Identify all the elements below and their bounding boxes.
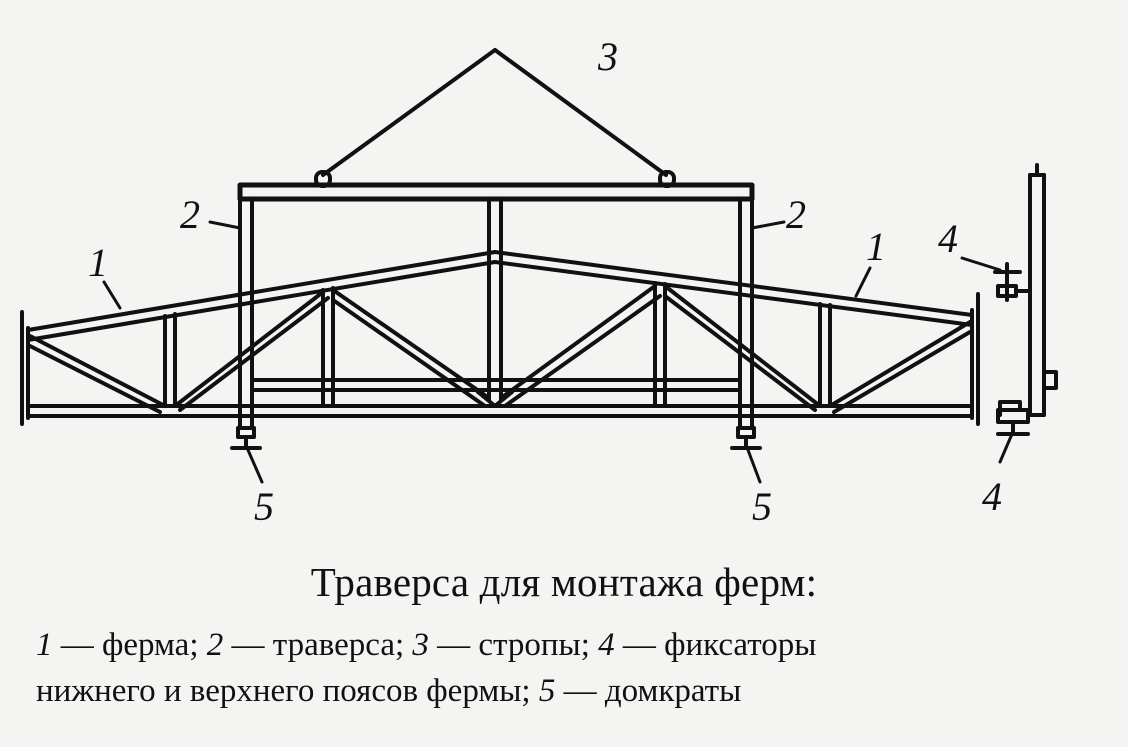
label-fixator-bottom: 4 bbox=[982, 474, 1002, 519]
slings bbox=[314, 48, 676, 188]
sling-eye-right bbox=[658, 170, 676, 188]
label-jack-right: 5 bbox=[752, 484, 772, 529]
truss-top-chord bbox=[26, 250, 974, 342]
caption-legend: 1 — ферма; 2 — траверса; 3 — стропы; 4 —… bbox=[36, 622, 1096, 714]
legend-num-2: 2 bbox=[206, 627, 224, 663]
legend-text-5: — домкраты bbox=[555, 673, 742, 709]
fixator-upper bbox=[993, 262, 1032, 302]
jack-right bbox=[730, 426, 762, 450]
truss-traverse-diagram: 1 1 2 2 3 4 4 5 5 bbox=[20, 34, 1058, 529]
legend-text-2: — траверса; bbox=[223, 627, 413, 663]
legend-text-4: — фиксаторы bbox=[614, 627, 817, 663]
legend-text-1: — ферма; bbox=[52, 627, 207, 663]
truss-end-posts bbox=[20, 292, 980, 426]
truss bbox=[20, 250, 980, 426]
label-traverse-left: 2 bbox=[180, 192, 200, 237]
sling-eye-left bbox=[314, 170, 332, 188]
legend-num-5: 5 bbox=[538, 673, 556, 709]
legend-line-1: 1 — ферма; 2 — траверса; 3 — стропы; 4 —… bbox=[36, 622, 1096, 668]
legend-num-1: 1 bbox=[36, 627, 53, 663]
caption-title: Траверса для монтажа ферм: bbox=[310, 559, 818, 605]
legend-num-3: 3 bbox=[412, 627, 429, 663]
legend-num-4: 4 bbox=[598, 627, 615, 663]
truss-verticals bbox=[163, 260, 832, 408]
label-truss-left: 1 bbox=[88, 240, 108, 285]
label-traverse-right: 2 bbox=[786, 192, 806, 237]
leader-lines bbox=[102, 220, 1014, 484]
label-truss-right: 1 bbox=[866, 224, 886, 269]
label-fixator-top: 4 bbox=[938, 216, 958, 261]
label-slings: 3 bbox=[597, 34, 618, 79]
legend-line-2: нижнего и верхнего поясов фермы; 5 — дом… bbox=[36, 668, 1096, 714]
label-jack-left: 5 bbox=[254, 484, 274, 529]
fixator-lower bbox=[996, 400, 1030, 436]
legend-text-3: — стропы; bbox=[428, 627, 599, 663]
jack-left bbox=[230, 426, 262, 450]
side-column bbox=[1028, 163, 1058, 417]
legend-text-4b: нижнего и верхнего поясов фермы; bbox=[36, 673, 539, 709]
